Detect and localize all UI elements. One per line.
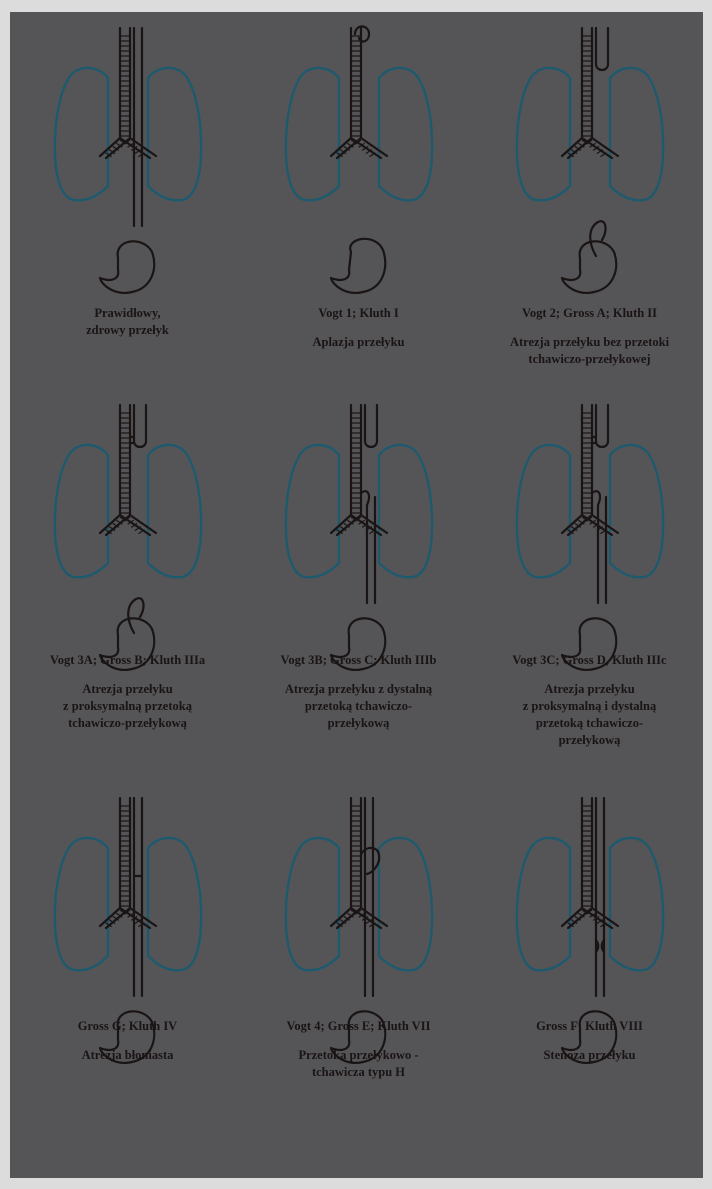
right-bronchus [351,138,387,158]
stomach-outline [331,239,385,293]
trachea-rings [582,413,592,513]
variant-cell: Gross F; Kluth VIII Stenoza przełyku [474,790,705,1170]
variant-description: Atrezja przełyku bez przetoki tchawiczo-… [474,334,705,368]
variant-description: Atrezja błoniasta [12,1047,243,1064]
anatomy-illustration [40,20,215,295]
right-bronchus [120,908,156,928]
left-lung-outline [286,68,339,200]
variant-grid: Prawidłowy, zdrowy przełykVogt 1; Kluth … [10,12,703,1178]
classification-label: Vogt 3B; Gross C; Kluth IIIb [243,652,474,669]
classification-label: Vogt 1; Kluth I [243,305,474,322]
variant-cell: Vogt 3A; Gross B; Kluth IIIaAtrezja prze… [12,397,243,774]
classification-label: Gross G; Kluth IV [12,1018,243,1035]
right-lung-outline [379,838,432,970]
variant-caption: Gross G; Kluth IV Atrezja błoniasta [12,1018,243,1064]
variant-cell: Vogt 3B; Gross C; Kluth IIIbAtrezja prze… [243,397,474,774]
left-lung-outline [517,838,570,970]
variant-description: Przetoka przełykowo - tchawicza typu H [243,1047,474,1081]
classification-label: Vogt 3C; Gross D, Kluth IIIc [474,652,705,669]
lower-esophageal-stub [590,221,605,256]
right-bronchus [351,908,387,928]
upper-esophageal-pouch [365,405,377,447]
lower-esophageal-stub [128,598,143,633]
right-bronchus [582,138,618,158]
variant-cell: Gross G; Kluth IV Atrezja błoniasta [12,790,243,1170]
upper-esophageal-pouch [596,405,608,447]
classification-label: Gross F; Kluth VIII [474,1018,705,1035]
right-bronchus [120,515,156,535]
anatomy-illustration [502,20,677,295]
anatomy-illustration [271,20,446,295]
lower-esophagus-with-distal-fistula [361,491,375,603]
h-type-fistula [361,848,379,874]
upper-esophageal-pouch [134,405,146,447]
variant-cell: Vogt 1; Kluth I Aplazja przełyku [243,20,474,397]
right-lung-outline [610,445,663,577]
right-lung-outline [148,68,201,200]
stomach-outline [562,241,616,293]
right-lung-outline [148,445,201,577]
right-lung-outline [610,68,663,200]
variant-cell: Vogt 4; Gross E; Kluth VII Przetoka przeł… [243,790,474,1170]
right-lung-outline [379,445,432,577]
anatomy-illustration [271,397,446,672]
right-bronchus [582,515,618,535]
stenosis-narrowing [596,940,604,952]
variant-caption: Vogt 2; Gross A; Kluth II Atrezja przełyk… [474,305,705,368]
variant-cell: Prawidłowy, zdrowy przełyk [12,20,243,397]
classification-label: Vogt 2; Gross A; Kluth II [474,305,705,322]
variant-caption: Vogt 3A; Gross B; Kluth IIIaAtrezja prze… [12,652,243,732]
variant-description: Stenoza przełyku [474,1047,705,1064]
variant-caption: Vogt 3B; Gross C; Kluth IIIbAtrezja prze… [243,652,474,732]
trachea-rings [351,806,361,906]
right-lung-outline [148,838,201,970]
left-lung-outline [286,838,339,970]
left-lung-outline [517,68,570,200]
trachea-rings [120,806,130,906]
anatomy-illustration [40,397,215,672]
variant-caption: Vogt 1; Kluth I Aplazja przełyku [243,305,474,351]
variant-cell: Vogt 3C; Gross D, Kluth IIIcAtrezja prze… [474,397,705,774]
upper-esophageal-pouch [596,28,608,70]
right-bronchus [351,515,387,535]
anatomy-illustration [502,397,677,672]
trachea-rings [351,413,361,513]
stomach-outline [100,241,154,293]
variant-caption: Gross F; Kluth VIII Stenoza przełyku [474,1018,705,1064]
trachea-rings [351,36,361,136]
trachea-rings [582,806,592,906]
classification-label: Prawidłowy, zdrowy przełyk [12,305,243,339]
variant-caption: Vogt 4; Gross E; Kluth VII Przetoka przeł… [243,1018,474,1081]
right-lung-outline [610,838,663,970]
left-lung-outline [55,838,108,970]
variant-description: Atrezja przełyku z dystalną przetoką tch… [243,681,474,732]
figure-panel: Prawidłowy, zdrowy przełykVogt 1; Kluth … [10,12,703,1178]
left-lung-outline [517,445,570,577]
lower-esophagus-with-distal-fistula [592,491,606,603]
variant-description: Atrezja przełyku z proksymalną i dystaln… [474,681,705,749]
right-lung-outline [379,68,432,200]
left-lung-outline [55,68,108,200]
trachea-rings [120,413,130,513]
classification-label: Vogt 3A; Gross B; Kluth IIIa [12,652,243,669]
variant-cell: Vogt 2; Gross A; Kluth II Atrezja przełyk… [474,20,705,397]
trachea-rings [582,36,592,136]
variant-caption: Vogt 3C; Gross D, Kluth IIIcAtrezja prze… [474,652,705,749]
trachea-rings [120,36,130,136]
variant-description: Atrezja przełyku z proksymalną przetoką … [12,681,243,732]
left-lung-outline [55,445,108,577]
right-bronchus [582,908,618,928]
right-bronchus [120,138,156,158]
variant-description: Aplazja przełyku [243,334,474,351]
classification-label: Vogt 4; Gross E; Kluth VII [243,1018,474,1035]
left-lung-outline [286,445,339,577]
variant-caption: Prawidłowy, zdrowy przełyk [12,305,243,339]
